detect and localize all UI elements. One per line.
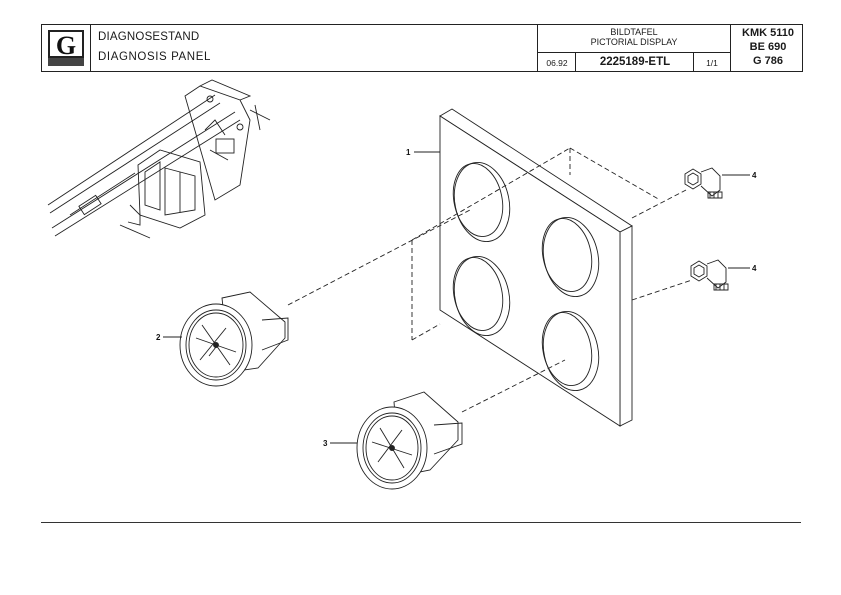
display-label-english: PICTORIAL DISPLAY [590, 37, 678, 47]
grove-logo-icon: G [48, 30, 84, 66]
model-g: G 786 [753, 55, 783, 67]
title-german: DIAGNOSESTAND [98, 31, 200, 43]
display-label-german: BILDTAFEL [610, 27, 658, 37]
title-block: G DIAGNOSESTAND DIAGNOSIS PANEL BILDTAFE… [41, 24, 803, 72]
title-english: DIAGNOSIS PANEL [98, 51, 211, 63]
mounting-frame-dashed [411, 147, 661, 341]
callout-2: 2 [156, 333, 161, 342]
diagnosis-panel-plate [439, 108, 633, 427]
model-be: BE 690 [749, 41, 787, 53]
model-kmk: KMK 5110 [742, 27, 794, 39]
callout-leaders [163, 151, 750, 444]
callout-4-upper: 4 [752, 171, 757, 180]
pressure-gauge-3 [356, 391, 463, 490]
issue-date: 06.92 [546, 58, 568, 68]
elbow-fitting-lower [690, 259, 729, 291]
pressure-gauge-2 [179, 291, 289, 387]
sheet-number: 1/1 [706, 58, 718, 68]
part-number: 2225189-ETL [599, 56, 671, 68]
callout-1: 1 [406, 148, 411, 157]
svg-text:G: G [56, 31, 76, 60]
assembly-lines [287, 189, 693, 413]
callout-3: 3 [323, 439, 328, 448]
callout-4-lower: 4 [752, 264, 757, 273]
crane-vehicle-icon [47, 79, 271, 239]
logo-cell: G [42, 25, 90, 71]
bottom-rule [41, 522, 801, 523]
elbow-fitting-upper [684, 167, 723, 199]
